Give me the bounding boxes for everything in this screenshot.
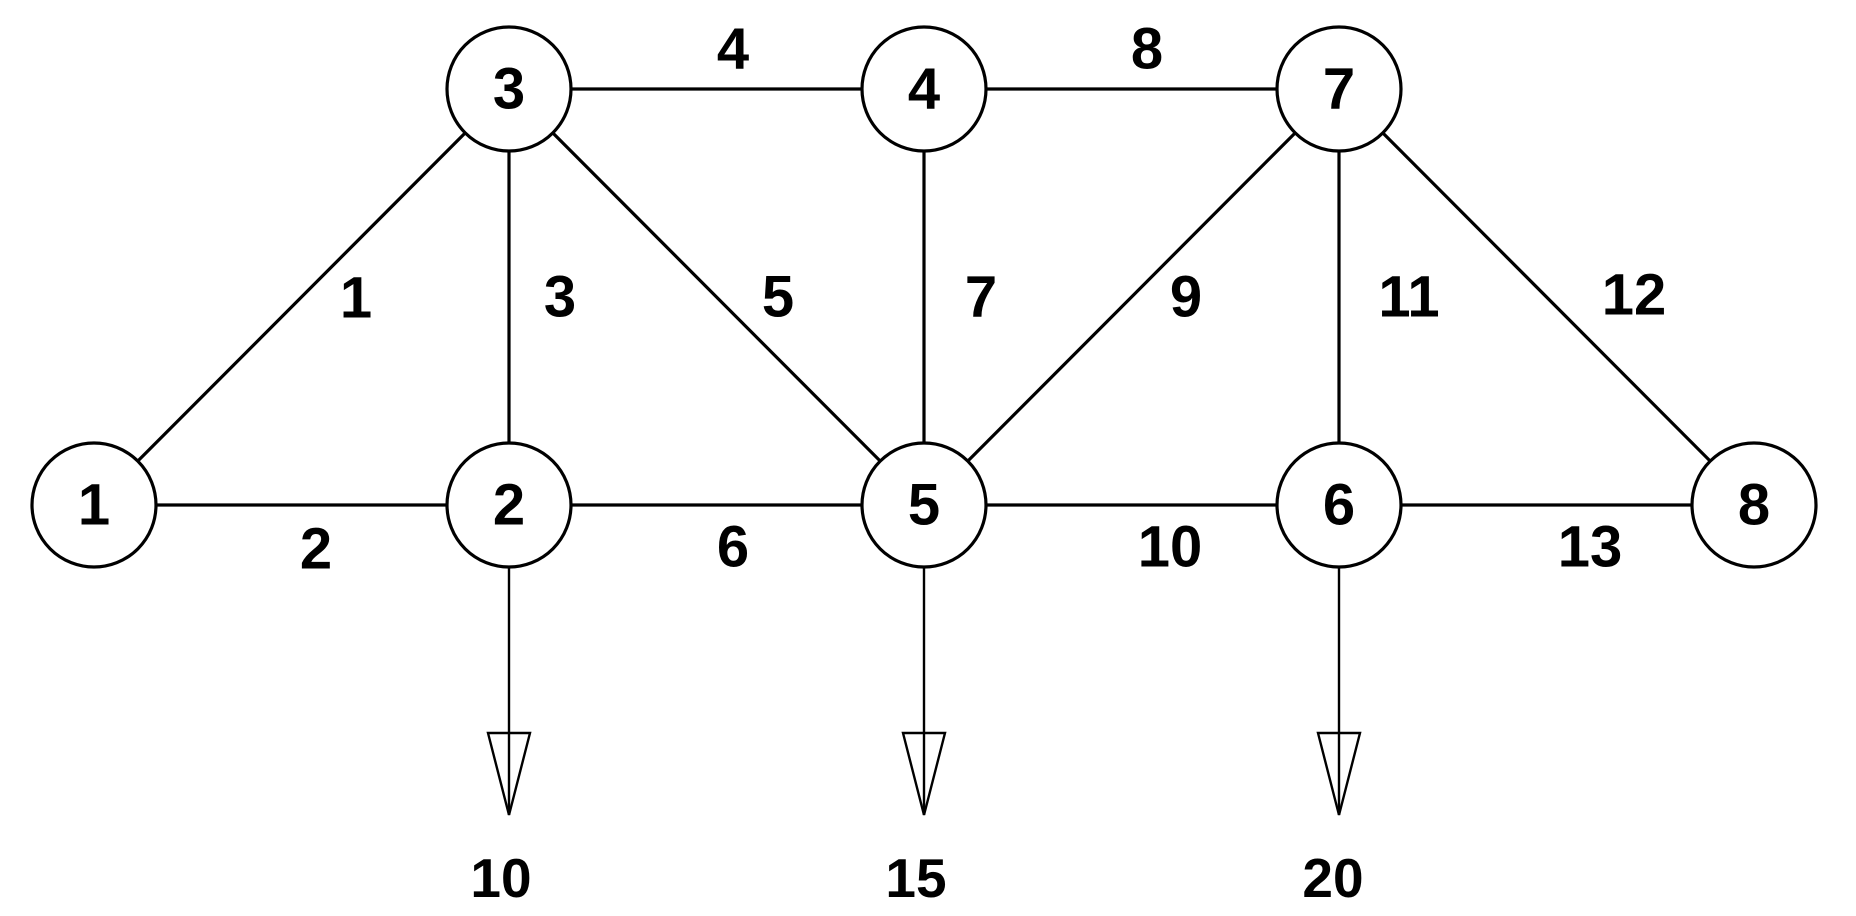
edge-line-1: [92, 87, 511, 507]
node-label-1: 1: [78, 473, 110, 538]
edge-label-5: 5: [762, 265, 794, 330]
edge-line-9: [922, 87, 1341, 507]
edge-line-5: [507, 87, 926, 507]
node-circle-7: [1275, 25, 1403, 153]
edge-label-1: 1: [340, 266, 372, 331]
node-label-7: 7: [1323, 57, 1355, 122]
node-label-4: 4: [908, 57, 940, 122]
edge-label-2: 2: [300, 517, 332, 582]
node-label-6: 6: [1323, 473, 1355, 538]
node-circle-2: [445, 441, 573, 569]
edge-label-11: 11: [1378, 265, 1439, 330]
edge-label-9: 9: [1170, 265, 1202, 330]
node-label-8: 8: [1738, 473, 1770, 538]
edge-label-3: 3: [544, 265, 576, 330]
edge-label-12: 12: [1602, 263, 1667, 328]
node-circle-1: [30, 441, 158, 569]
edge-label-13: 13: [1558, 515, 1623, 580]
load-label-5: 15: [885, 847, 946, 909]
edge-label-10: 10: [1138, 515, 1203, 580]
node-circle-6: [1275, 441, 1403, 569]
node-label-2: 2: [493, 473, 525, 538]
node-circle-5: [860, 441, 988, 569]
edge-label-7: 7: [965, 265, 997, 330]
edge-label-6: 6: [717, 515, 749, 580]
node-circle-4: [860, 25, 988, 153]
edge-line-12: [1337, 87, 1756, 507]
edge-label-8: 8: [1131, 17, 1163, 82]
load-label-6: 20: [1302, 847, 1363, 909]
node-circle-8: [1690, 441, 1818, 569]
edge-label-4: 4: [717, 17, 749, 82]
node-circle-3: [445, 25, 573, 153]
load-label-2: 10: [470, 847, 531, 909]
node-label-5: 5: [908, 473, 940, 538]
node-label-3: 3: [493, 57, 525, 122]
